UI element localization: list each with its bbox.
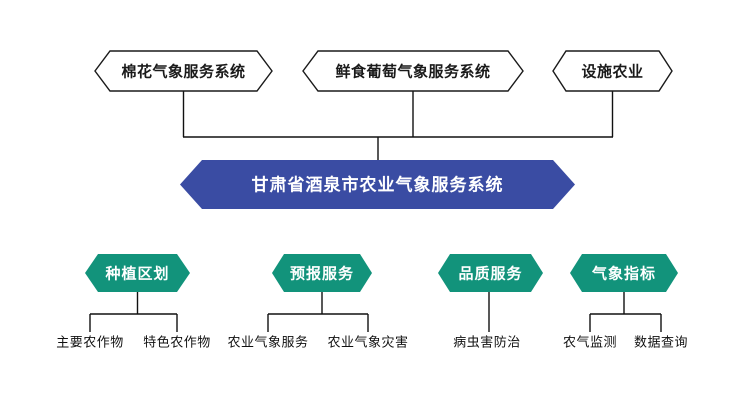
root-system-label: 甘肃省酒泉市农业气象服务系统 [251,175,504,195]
branch-4-connector-lines [589,292,662,332]
planting-zoning-shape [85,254,190,292]
facility-agriculture-label: 设施农业 [581,63,644,81]
forecast-service-shape [272,254,372,292]
cotton-weather-system-label: 棉花气象服务系统 [121,63,246,81]
pest-control-label: 病虫害防治 [453,334,521,350]
facility-agriculture-shape [552,50,673,92]
quality-service-shape [438,254,543,292]
quality-service-label: 品质服务 [458,265,523,283]
grape-weather-system-shape [302,50,524,92]
special-crops-label: 特色农作物 [143,334,211,350]
weather-indicators-shape [570,254,678,292]
forecast-service-label: 预报服务 [289,265,355,283]
root-system-shape [180,160,575,209]
weather-indicators-label: 气象指标 [591,265,657,283]
agro-monitoring-label: 农气监测 [562,334,618,350]
cotton-weather-system-shape [94,50,273,92]
agro-weather-disaster-label: 农业气象灾害 [327,334,409,350]
top-connector-lines [182,91,614,160]
agro-weather-service-label: 农业气象服务 [227,334,309,350]
grape-weather-system-label: 鲜食葡萄气象服务系统 [335,63,491,81]
main-crops-label: 主要农作物 [56,334,124,350]
planting-zoning-label: 种植区划 [105,265,170,283]
branch-1-connector-lines [89,292,178,332]
branch-2-connector-lines [267,292,369,332]
data-query-label: 数据查询 [633,334,689,350]
